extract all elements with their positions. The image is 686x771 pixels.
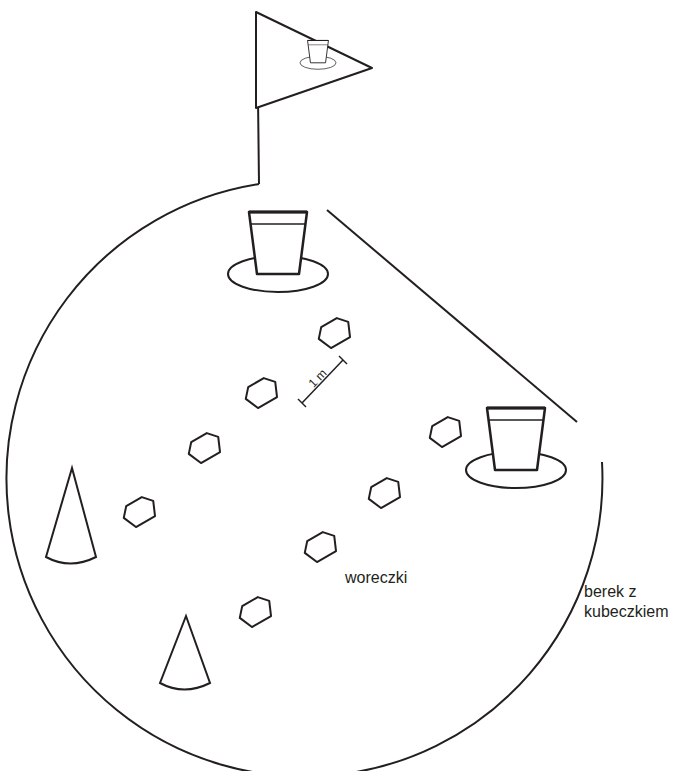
cup xyxy=(228,212,328,292)
cone xyxy=(160,616,210,690)
field-line xyxy=(327,210,577,422)
cone xyxy=(46,468,96,564)
flag xyxy=(256,12,372,108)
field-boundary xyxy=(6,184,602,771)
bag-label: woreczki xyxy=(345,568,407,588)
dimension-label: 1 m xyxy=(306,366,331,391)
cup xyxy=(466,408,566,488)
game-label: berek z kubeczkiem xyxy=(584,582,680,622)
flag-cup-icon xyxy=(300,40,336,69)
dimension-line xyxy=(298,356,347,407)
bean-bags xyxy=(119,314,466,630)
